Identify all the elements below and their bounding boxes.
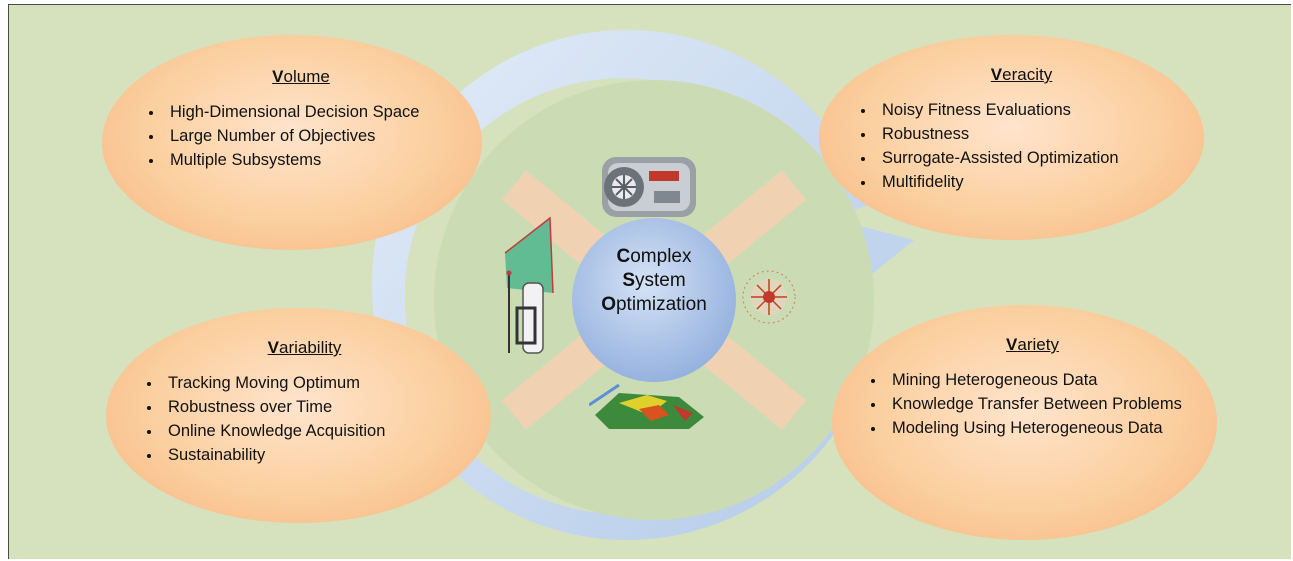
jet-engine-icon	[602, 157, 696, 217]
center-line-optimization: Optimization	[601, 294, 707, 315]
cycle-diagram	[371, 30, 914, 541]
variability-ellipse: Variability Tracking Moving Optimum Robu…	[106, 308, 491, 523]
list-item: Noisy Fitness Evaluations	[876, 99, 1204, 121]
volume-list: High-Dimensional Decision Space Large Nu…	[142, 101, 482, 171]
center-title: Complex System Optimization	[569, 245, 739, 317]
veracity-list: Noisy Fitness Evaluations Robustness Sur…	[854, 99, 1204, 193]
list-item: Large Number of Objectives	[164, 125, 482, 147]
list-item: Online Knowledge Acquisition	[162, 420, 491, 442]
center-line-complex: Complex	[616, 246, 692, 267]
center-line-system: System	[622, 270, 686, 291]
volume-ellipse: Volume High-Dimensional Decision Space L…	[102, 35, 482, 250]
list-item: Modeling Using Heterogeneous Data	[886, 417, 1192, 439]
center-disc	[572, 218, 736, 382]
variety-list: Mining Heterogeneous Data Knowledge Tran…	[864, 369, 1217, 439]
variability-list: Tracking Moving Optimum Robustness over …	[140, 372, 491, 466]
list-item: Knowledge Transfer Between Problems	[886, 393, 1182, 415]
list-item: Surrogate-Assisted Optimization	[876, 147, 1204, 169]
list-item: Robustness	[876, 123, 1204, 145]
list-item: Tracking Moving Optimum	[162, 372, 491, 394]
variety-title: Variety	[1006, 335, 1059, 354]
list-item: Sustainability	[162, 444, 491, 466]
variety-ellipse: Variety Mining Heterogeneous Data Knowle…	[832, 305, 1217, 540]
veracity-ellipse: Veracity Noisy Fitness Evaluations Robus…	[819, 35, 1204, 240]
veracity-title: Veracity	[990, 65, 1053, 84]
list-item: Multifidelity	[876, 171, 1204, 193]
sail-mechanism-icon	[504, 216, 554, 354]
volume-title: Volume	[272, 67, 330, 86]
fluid-simulation-icon	[742, 270, 796, 324]
race-car-cfd-icon	[589, 383, 704, 429]
list-item: High-Dimensional Decision Space	[164, 101, 440, 123]
diagram-frame: Complex System Optimization Volume High-…	[8, 4, 1291, 559]
list-item: Robustness over Time	[162, 396, 491, 418]
variability-title: Variability	[267, 338, 342, 357]
list-item: Multiple Subsystems	[164, 149, 482, 171]
list-item: Mining Heterogeneous Data	[886, 369, 1217, 391]
